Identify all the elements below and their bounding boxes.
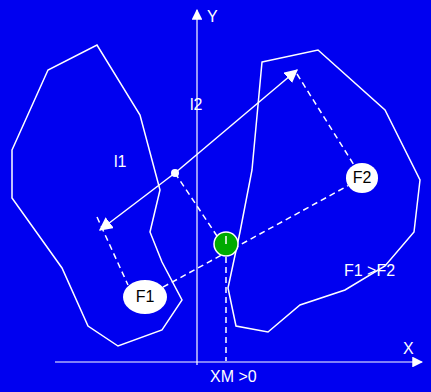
dashed-line (225, 257, 227, 361)
lever-arrow (100, 173, 175, 230)
right-foot-outline (228, 50, 420, 332)
annotation-label: l1 (114, 153, 126, 171)
pressure-center-mark (225, 236, 227, 244)
force-line (163, 186, 348, 287)
force-circle: F2 (346, 163, 379, 193)
left-foot-outline (12, 45, 182, 346)
y-axis (196, 10, 197, 365)
x-axis (55, 361, 422, 362)
pressure-center (214, 232, 238, 256)
dashed-line (297, 74, 354, 165)
force-label: F2 (353, 169, 372, 187)
annotation-label: Y (207, 8, 218, 26)
annotation-label: F1 >F2 (344, 262, 395, 280)
pivot-dot (171, 169, 179, 177)
dashed-line (97, 217, 128, 285)
annotation-label: XM >0 (210, 368, 257, 386)
dashed-line (175, 173, 217, 236)
force-circle: F1 (123, 280, 167, 314)
lever-arrow (175, 70, 297, 173)
annotation-label: X (403, 340, 414, 358)
force-label: F1 (136, 288, 155, 306)
annotation-label: l2 (190, 96, 202, 114)
